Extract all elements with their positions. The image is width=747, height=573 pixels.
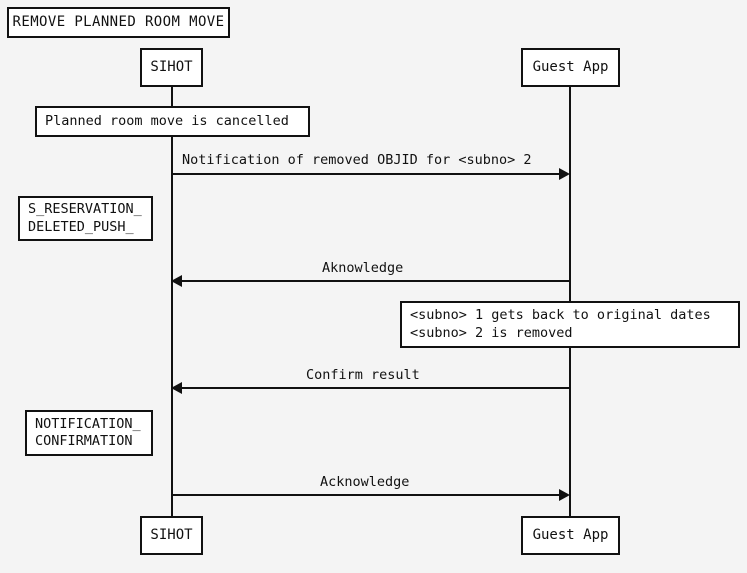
note-line: S_RESERVATION_ <box>28 201 142 218</box>
message-line-aknowledge <box>181 280 570 282</box>
arrowhead-left-icon <box>171 382 182 394</box>
message-label-acknowledge: Acknowledge <box>320 474 410 490</box>
note-subno-details: <subno> 1 gets back to original dates <s… <box>400 301 740 348</box>
lifeline-foot-sihot[interactable]: SIHOT <box>140 516 203 555</box>
message-line-notification-removed-objid <box>171 173 562 175</box>
lifeline-head-guest-app[interactable]: Guest App <box>521 48 620 87</box>
message-label-notification-removed-objid: Notification of removed OBJID for <subno… <box>182 152 532 168</box>
note-line: DELETED_PUSH_ <box>28 218 134 235</box>
message-label-confirm-result: Confirm result <box>306 367 420 383</box>
lifeline-head-sihot[interactable]: SIHOT <box>140 48 203 87</box>
message-line-confirm-result <box>181 387 570 389</box>
message-label-aknowledge: Aknowledge <box>322 260 404 276</box>
lifeline-foot-sihot-label: SIHOT <box>150 526 193 543</box>
note-line: NOTIFICATION_ <box>35 415 141 432</box>
diagram-title-text: REMOVE PLANNED ROOM MOVE <box>12 13 225 30</box>
lifeline-head-sihot-label: SIHOT <box>150 58 193 75</box>
note-line: Planned room move is cancelled <box>45 112 289 129</box>
arrowhead-right-icon <box>559 489 570 501</box>
note-line: <subno> 1 gets back to original dates <box>410 307 711 324</box>
note-line: <subno> 2 is removed <box>410 324 573 341</box>
arrowhead-left-icon <box>171 275 182 287</box>
arrowhead-right-icon <box>559 168 570 180</box>
diagram-title-box: REMOVE PLANNED ROOM MOVE <box>7 7 230 38</box>
lifeline-sihot <box>171 86 173 518</box>
note-line: CONFIRMATION <box>35 433 133 449</box>
note-notification-confirmation: NOTIFICATION_ CONFIRMATION <box>25 410 153 456</box>
lifeline-foot-guest-app[interactable]: Guest App <box>521 516 620 555</box>
lifeline-head-guest-app-label: Guest App <box>532 58 609 75</box>
note-planned-room-move-cancelled: Planned room move is cancelled <box>35 106 310 137</box>
note-s-reservation-deleted-push: S_RESERVATION_ DELETED_PUSH_ <box>18 196 153 241</box>
message-line-acknowledge <box>171 494 562 496</box>
lifeline-foot-guest-app-label: Guest App <box>532 526 609 543</box>
